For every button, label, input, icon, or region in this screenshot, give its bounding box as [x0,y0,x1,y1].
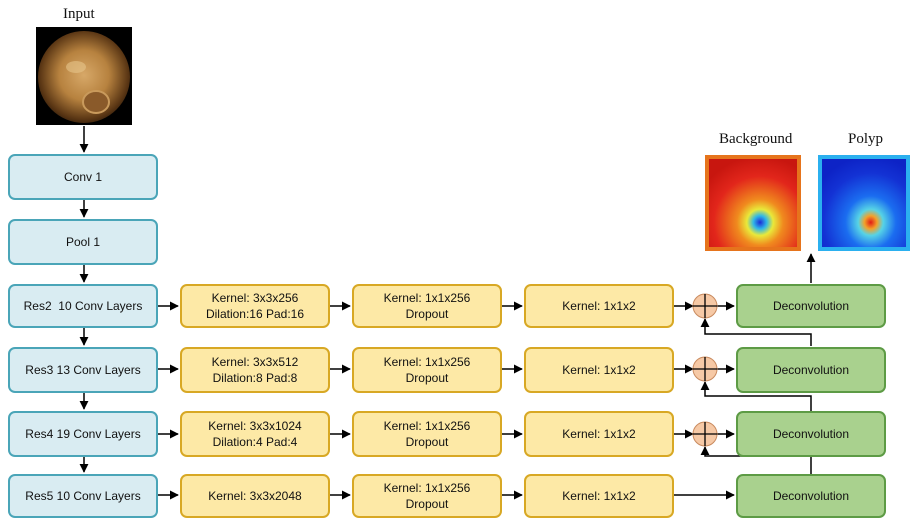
classifier-block-1: Kernel: 1x1x2 [524,284,674,328]
deconv-block-4: Deconvolution [736,474,886,518]
res4-block: Res4 19 Conv Layers [8,411,158,457]
classifier-label: Kernel: 1x1x2 [562,427,636,441]
background-caption: Background [719,131,793,147]
dropout-label: Dropout [405,371,449,385]
deconv-block-2: Deconvolution [736,347,886,393]
conv-dropout-block-3: Kernel: 1x1x256 Dropout [352,411,502,457]
conv-dropout-block-2: Kernel: 1x1x256 Dropout [352,347,502,393]
conv-kernel-label: Kernel: 1x1x256 [383,481,471,495]
classifier-label: Kernel: 1x1x2 [562,363,636,377]
dilated-params-label: Dilation:8 Pad:8 [212,371,298,385]
dilated-params-label: Dilation:4 Pad:4 [212,435,298,449]
res3-block: Res3 13 Conv Layers [8,347,158,393]
circle-plus-icon [692,293,718,319]
heatmap-background-image [705,155,801,251]
classifier-label: Kernel: 1x1x2 [562,299,636,313]
deconv-block-3: Deconvolution [736,411,886,457]
deconv-label: Deconvolution [772,363,850,377]
dropout-label: Dropout [405,307,449,321]
input-caption: Input [63,6,95,22]
circle-plus-icon [692,356,718,382]
skip-deconv3-sum2 [700,318,812,346]
classifier-block-4: Kernel: 1x1x2 [524,474,674,518]
pool1-block: Pool 1 [8,219,158,265]
polyp-caption: Polyp [848,131,884,147]
conv-kernel-label: Kernel: 1x1x256 [383,419,471,433]
deconv-label: Deconvolution [772,299,850,313]
dropout-label: Dropout [405,435,449,449]
dilated-kernel-label: Kernel: 3x3x256 [211,291,299,305]
deconv-label: Deconvolution [772,427,850,441]
conv1-block: Conv 1 [8,154,158,200]
endoscopy-image [36,27,132,125]
conv-dropout-block-4: Kernel: 1x1x256 Dropout [352,474,502,518]
dilated-conv-block-4: Kernel: 3x3x2048 [180,474,330,518]
res5-label: Res5 10 Conv Layers [25,489,141,503]
res2-label: Res2 10 Conv Layers [23,299,143,313]
pool1-label: Pool 1 [65,235,101,249]
deconv-label: Deconvolution [772,489,850,503]
dilated-conv-block-2: Kernel: 3x3x512 Dilation:8 Pad:8 [180,347,330,393]
circle-plus-icon [692,421,718,447]
dilated-kernel-label: Kernel: 3x3x2048 [208,489,302,503]
res2-block: Res2 10 Conv Layers [8,284,158,328]
dilated-conv-block-3: Kernel: 3x3x1024 Dilation:4 Pad:4 [180,411,330,457]
conv-kernel-label: Kernel: 1x1x256 [383,355,471,369]
classifier-block-2: Kernel: 1x1x2 [524,347,674,393]
res4-label: Res4 19 Conv Layers [25,427,141,441]
dilated-params-label: Dilation:16 Pad:16 [205,307,305,321]
dilated-kernel-label: Kernel: 3x3x512 [211,355,299,369]
res3-label: Res3 13 Conv Layers [25,363,141,377]
conv1-label: Conv 1 [63,170,103,184]
dilated-kernel-label: Kernel: 3x3x1024 [208,419,302,433]
skip-deconv4-sum3 [700,381,812,411]
dilated-conv-block-1: Kernel: 3x3x256 Dilation:16 Pad:16 [180,284,330,328]
classifier-block-3: Kernel: 1x1x2 [524,411,674,457]
deconv-block-1: Deconvolution [736,284,886,328]
res5-block: Res5 10 Conv Layers [8,474,158,518]
heatmap-polyp-image [818,155,910,251]
conv-kernel-label: Kernel: 1x1x256 [383,291,471,305]
classifier-label: Kernel: 1x1x2 [562,489,636,503]
dropout-label: Dropout [405,497,449,511]
conv-dropout-block-1: Kernel: 1x1x256 Dropout [352,284,502,328]
